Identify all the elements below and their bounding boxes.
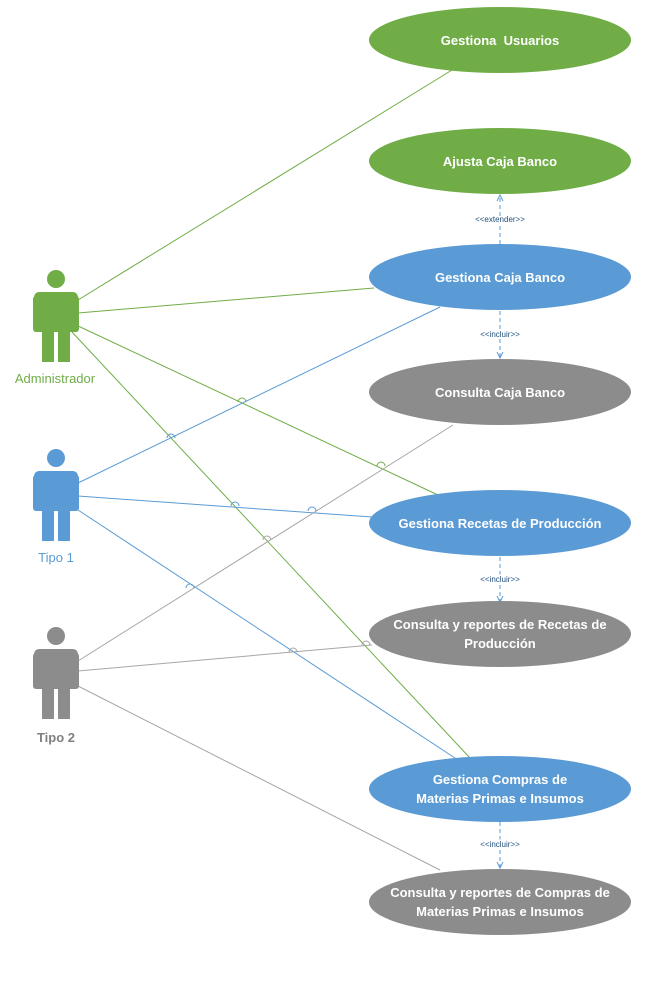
assoc-admin-gestiona-usuarios	[77, 69, 453, 301]
line-jump	[237, 397, 247, 403]
incluir-caja-label: <<incluir>>	[480, 330, 520, 339]
actor-label-administrador: Administrador	[15, 371, 96, 386]
line-jump	[185, 583, 195, 589]
use-case-gestiona-recetas[interactable]: Gestiona Recetas de Producción	[369, 490, 631, 556]
use-case-label: Gestiona Caja Banco	[435, 270, 565, 285]
use-case-label: Producción	[464, 636, 536, 651]
use-case-label: Materias Primas e Insumos	[416, 791, 584, 806]
use-case-ajusta-caja-banco[interactable]: Ajusta Caja Banco	[369, 128, 631, 194]
assoc-tipo1-gestiona-caja	[77, 306, 441, 484]
line-jump	[262, 535, 272, 541]
line-jump	[166, 433, 176, 439]
assoc-admin-gestiona-recetas	[75, 324, 439, 496]
line-jump	[288, 647, 298, 653]
actor-administrador[interactable]: Administrador	[15, 270, 96, 386]
line-jump	[376, 461, 386, 467]
line-jump	[307, 506, 317, 512]
line-jump	[230, 501, 240, 507]
use-case-label: Consulta Caja Banco	[435, 385, 565, 400]
use-case-label: Ajusta Caja Banco	[443, 154, 557, 169]
line-jump	[361, 640, 371, 646]
assoc-tipo1-gestiona-recetas	[77, 495, 373, 518]
use-case-label: Gestiona Usuarios	[441, 33, 559, 48]
incluir-compras-label: <<incluir>>	[480, 840, 520, 849]
use-case-gestiona-caja-banco[interactable]: Gestiona Caja Banco	[369, 244, 631, 310]
association-lines	[71, 69, 471, 871]
assoc-admin-gestiona-caja	[77, 287, 375, 314]
use-case-label: Materias Primas e Insumos	[416, 904, 584, 919]
assoc-tipo2-consulta-compras	[77, 685, 441, 871]
assoc-tipo2-consulta-recetas	[77, 644, 373, 672]
use-case-label: Consulta y reportes de Compras de	[390, 885, 610, 900]
tipo1-actor-icon	[33, 449, 79, 541]
use-case-label: Gestiona Recetas de Producción	[398, 516, 601, 531]
actor-label-tipo-1: Tipo 1	[38, 550, 74, 565]
actor-label-tipo-2: Tipo 2	[37, 730, 75, 745]
use-case-consulta-compras[interactable]: Consulta y reportes de Compras de Materi…	[369, 869, 631, 935]
tipo2-actor-icon	[33, 627, 79, 719]
use-case-label: Consulta y reportes de Recetas de	[393, 617, 606, 632]
actor-tipo-1[interactable]: Tipo 1	[33, 449, 79, 565]
use-case-gestiona-usuarios[interactable]: Gestiona Usuarios	[369, 7, 631, 73]
use-case-consulta-recetas[interactable]: Consulta y reportes de Recetas de Produc…	[369, 601, 631, 667]
incluir-recetas-label: <<incluir>>	[480, 575, 520, 584]
assoc-tipo2-consulta-caja	[77, 424, 454, 662]
stereotype-relations: <<extender>> <<incluir>> <<incluir>> <<i…	[474, 195, 527, 868]
use-case-label: Gestiona Compras de	[433, 772, 567, 787]
extender-label: <<extender>>	[475, 215, 525, 224]
assoc-admin-gestiona-compras	[71, 331, 471, 759]
use-case-gestiona-compras[interactable]: Gestiona Compras de Materias Primas e In…	[369, 756, 631, 822]
assoc-tipo1-gestiona-compras	[77, 509, 459, 761]
use-case-consulta-caja-banco[interactable]: Consulta Caja Banco	[369, 359, 631, 425]
admin-actor-icon	[33, 270, 79, 362]
actor-tipo-2[interactable]: Tipo 2	[33, 627, 79, 745]
